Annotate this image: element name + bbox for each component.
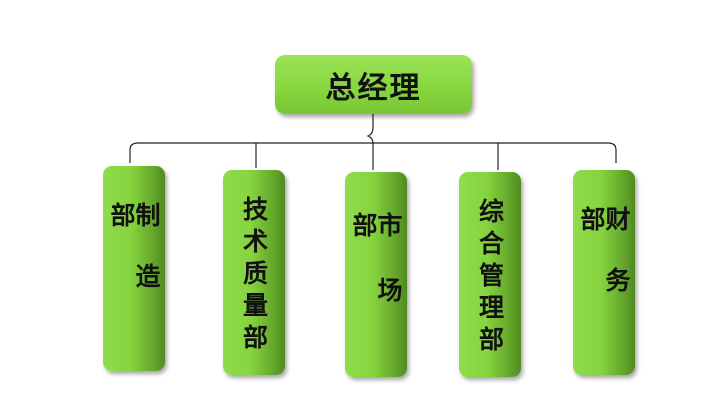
- department-label: 综合管理部: [475, 198, 505, 358]
- department-node-finance: 财务部: [573, 170, 635, 375]
- department-node-technical-quality: 技术质量部: [223, 170, 285, 375]
- department-label: 财务部: [577, 206, 631, 328]
- department-label: 制造部: [107, 202, 161, 324]
- root-connector: [366, 114, 374, 144]
- department-node-marketing: 市场部: [345, 172, 407, 377]
- department-label: 市场部: [349, 212, 403, 342]
- department-label: 技术质量部: [239, 196, 269, 356]
- general-manager-label: 总经理: [325, 70, 422, 106]
- general-manager-node: 总经理: [275, 55, 472, 114]
- department-node-general-administration: 综合管理部: [459, 172, 521, 377]
- department-node-manufacturing: 制造部: [103, 166, 165, 371]
